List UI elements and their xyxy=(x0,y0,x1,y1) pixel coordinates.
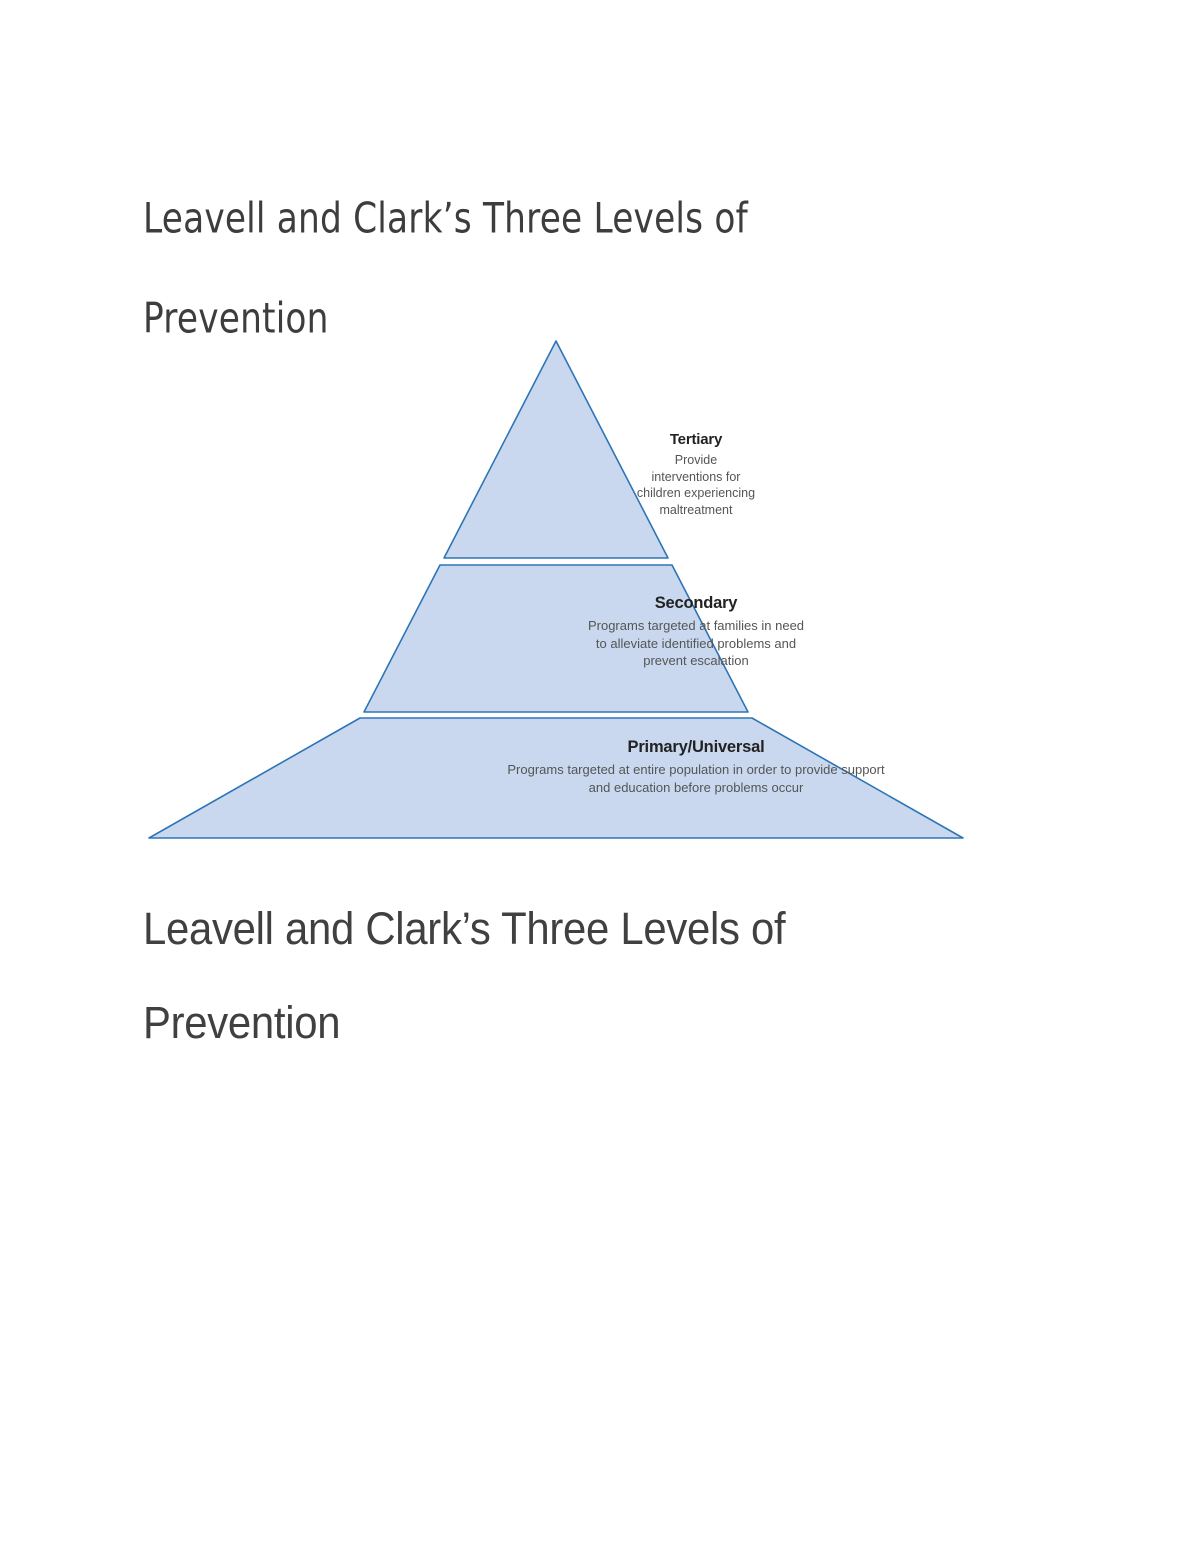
pyramid-svg xyxy=(148,340,964,839)
page-title-top: Leavell and Clark’s Three Levels of Prev… xyxy=(143,194,748,343)
pyramid-tier-tertiary-shape xyxy=(443,340,669,559)
prevention-pyramid-diagram: Tertiary Provide interventions for child… xyxy=(140,330,980,850)
pyramid-tier-secondary-shape xyxy=(363,564,749,713)
page-title-bottom: Leavell and Clark’s Three Levels of Prev… xyxy=(143,903,786,1049)
pyramid-tier-primary-shape xyxy=(148,717,964,839)
